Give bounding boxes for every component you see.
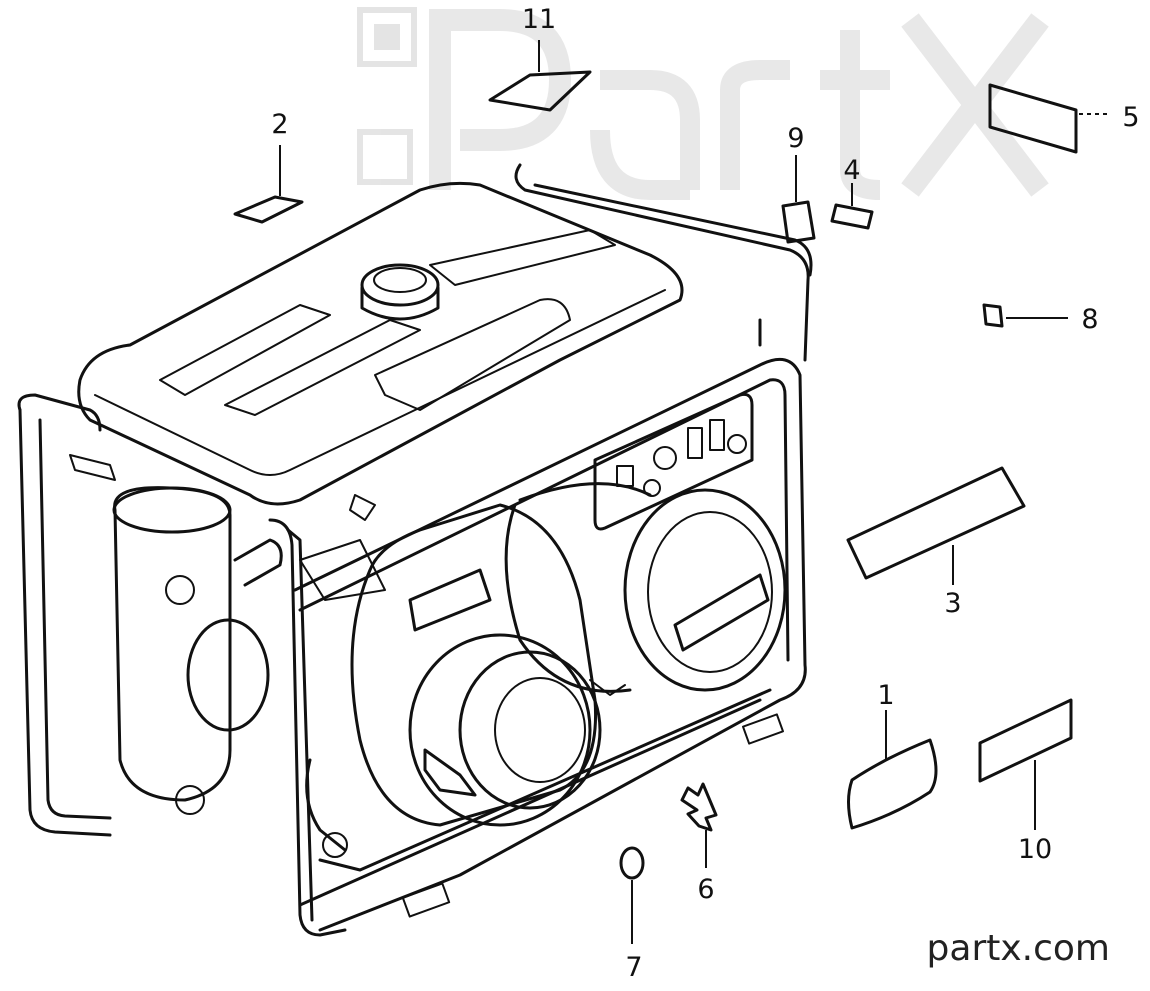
label-part-2 [233, 145, 304, 224]
callout-7: 7 [625, 952, 642, 983]
label-part-8 [982, 303, 1068, 328]
callout-11: 11 [522, 4, 556, 35]
label-part-5 [988, 83, 1110, 154]
callout-6: 6 [697, 874, 714, 905]
label-part-10 [978, 698, 1073, 830]
label-part-4 [830, 183, 874, 230]
label-part-11 [488, 40, 592, 112]
watermark-logo [357, 7, 1049, 200]
label-part-6-arrow [680, 782, 718, 868]
generator-illustration [17, 163, 813, 937]
callout-9: 9 [787, 123, 804, 154]
callout-8: 8 [1081, 304, 1098, 335]
callout-2: 2 [271, 109, 288, 140]
callout-4: 4 [843, 155, 860, 186]
callout-1: 1 [877, 680, 894, 711]
label-part-3 [846, 466, 1026, 585]
callout-3: 3 [944, 588, 961, 619]
callout-5: 5 [1122, 102, 1139, 133]
label-part-9 [781, 155, 816, 244]
label-part-7-oval [619, 846, 645, 944]
site-label: partx.com [927, 928, 1110, 969]
callout-10: 10 [1018, 834, 1052, 865]
label-part-1 [847, 710, 938, 830]
